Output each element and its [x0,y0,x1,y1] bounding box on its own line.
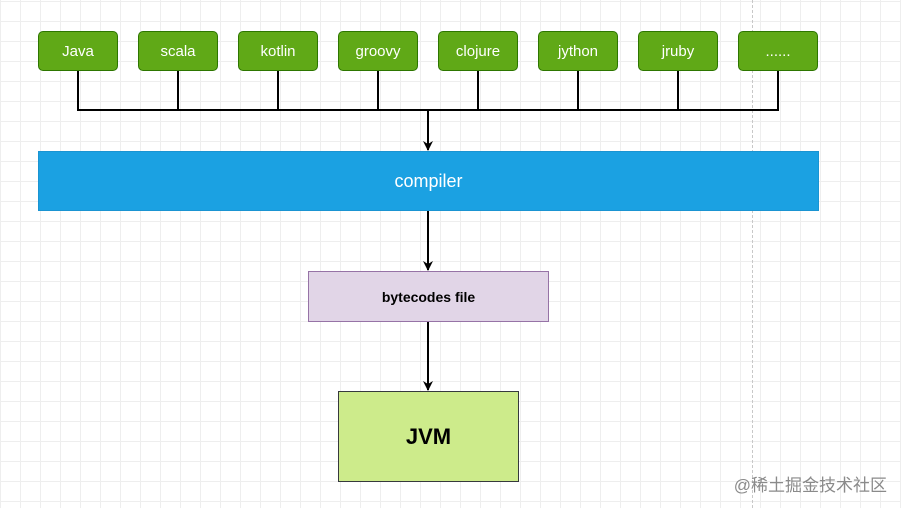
bytecode-label: bytecodes file [381,288,476,305]
guide-line [752,0,753,508]
language-label-clojure: clojure [455,42,501,60]
language-label-more: ...... [765,42,791,60]
language-label-groovy: groovy [355,42,401,60]
jvm-box: JVM [338,391,519,482]
compiler-label: compiler [394,170,463,191]
language-box-java: Java [38,31,118,71]
language-label-scala: scala [160,42,196,60]
language-label-jython: jython [557,42,599,60]
language-box-groovy: groovy [338,31,418,71]
jvm-label: JVM [405,423,452,449]
language-label-java: Java [62,42,94,60]
language-box-clojure: clojure [438,31,518,71]
language-label-kotlin: kotlin [260,42,296,60]
bytecode-box: bytecodes file [308,271,549,322]
language-box-scala: scala [138,31,218,71]
language-label-jruby: jruby [661,42,695,60]
language-box-jython: jython [538,31,618,71]
language-box-kotlin: kotlin [238,31,318,71]
language-box-jruby: jruby [638,31,718,71]
language-box-more: ...... [738,31,818,71]
watermark: @稀土掘金技术社区 [733,476,887,495]
compiler-box: compiler [38,151,819,211]
